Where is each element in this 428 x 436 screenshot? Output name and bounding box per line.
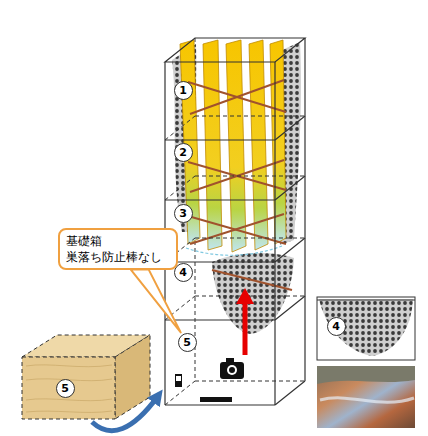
number-label: 3 [179,208,187,219]
number-label: 5 [183,337,191,348]
number-label: 4 [332,321,340,332]
number-label: 5 [61,383,69,394]
callout-text: 基礎箱 巣落ち防止棒なし [66,233,170,265]
number-label: 1 [179,85,187,96]
callout-number: 5 [178,333,197,352]
callout-number: 3 [174,204,193,223]
number-label: 2 [179,147,187,158]
callout-number: 5 [56,379,75,398]
callout-number: 1 [174,81,193,100]
callout-box: 基礎箱 巣落ち防止棒なし [58,228,178,270]
callout-tail [131,269,181,332]
callout-number: 2 [174,143,193,162]
number-label: 4 [179,267,187,278]
callout-number: 4 [327,317,346,336]
